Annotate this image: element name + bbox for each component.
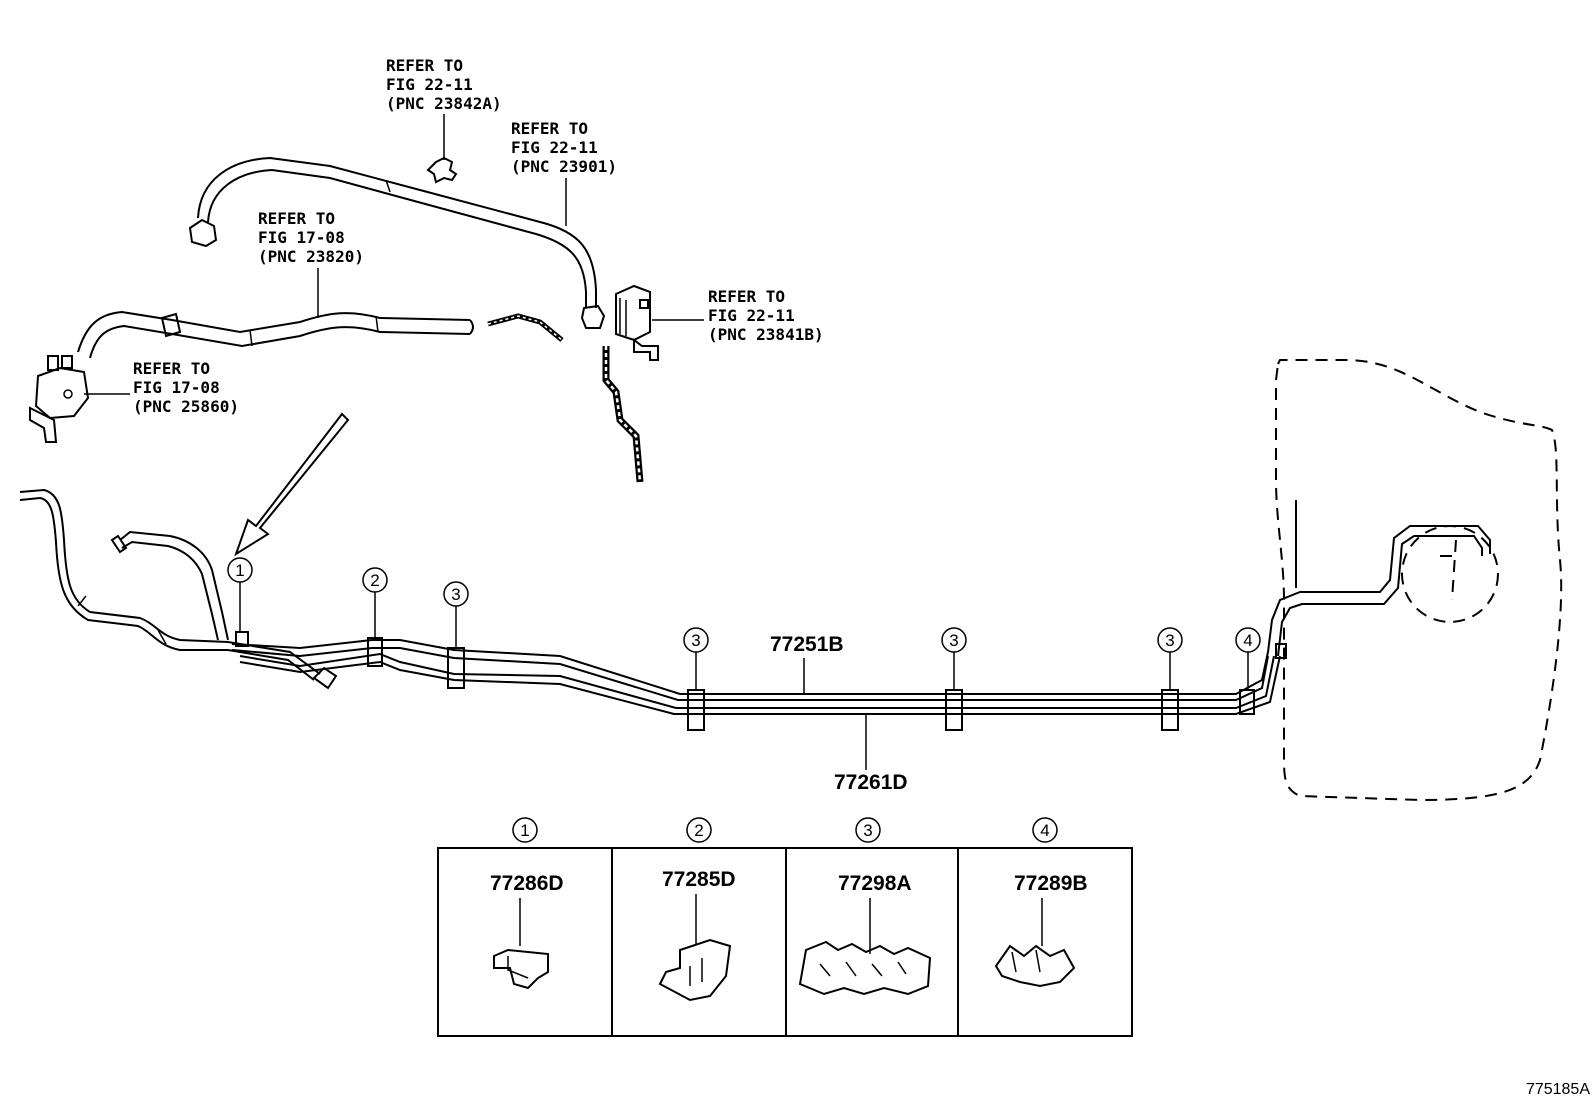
callout-3c: 3 — [941, 627, 967, 690]
callout-number: 4 — [1243, 631, 1252, 650]
ref-line: FIG 22-11 — [708, 306, 795, 325]
canister-component — [29, 355, 90, 443]
clamp-3a — [447, 647, 465, 689]
ref-line: (PNC 23842A) — [386, 94, 502, 113]
fuel-lines-left — [19, 488, 338, 690]
legend-part-number: 77285D — [662, 868, 736, 891]
ref-label-23901: REFER TO FIG 22-11 (PNC 23901) — [511, 119, 617, 176]
fuel-hose — [77, 310, 564, 359]
legend-table — [437, 847, 1133, 1037]
legend-number: 2 — [694, 821, 703, 840]
ref-line: REFER TO — [511, 119, 588, 138]
callout-4: 4 — [1235, 627, 1261, 690]
figure-id: 775185A — [1526, 1081, 1590, 1098]
part-number: 77261D — [834, 771, 908, 794]
clamp-3d — [1161, 689, 1179, 731]
ref-line: (PNC 23901) — [511, 157, 617, 176]
callout-3a: 3 — [443, 581, 469, 648]
ref-label-25860: REFER TO FIG 17-08 (PNC 25860) — [133, 359, 239, 416]
clip-icon — [426, 156, 458, 184]
ref-line: REFER TO — [708, 287, 785, 306]
clamp-3c — [945, 689, 963, 731]
callout-number: 3 — [949, 631, 958, 650]
legend-part-number: 77286D — [490, 872, 564, 895]
direction-arrow — [234, 412, 350, 557]
legend-number: 3 — [863, 821, 872, 840]
fuel-tank-outline — [1275, 359, 1563, 802]
callout-3d: 3 — [1157, 627, 1183, 690]
ref-line: REFER TO — [133, 359, 210, 378]
callout-2: 2 — [362, 567, 388, 638]
legend-cell-4: 4 77289B — [994, 817, 1088, 988]
legend-number: 4 — [1040, 821, 1049, 840]
legend-cell-2: 2 77285D — [658, 817, 736, 1002]
legend-cell-1: 1 77286D — [490, 817, 564, 990]
main-tube-bundle — [231, 500, 1491, 715]
ref-line: (PNC 23841B) — [708, 325, 824, 344]
vent-hose — [188, 156, 606, 329]
legend-part-number: 77298A — [838, 872, 912, 895]
part-number: 77251B — [770, 633, 844, 656]
clamp-3b — [687, 689, 705, 731]
legend-cell-3: 3 77298A — [798, 817, 932, 996]
callout-number: 1 — [235, 561, 244, 580]
callout-1: 1 — [227, 557, 253, 632]
legend-part-number: 77289B — [1014, 872, 1088, 895]
callout-number: 3 — [451, 585, 460, 604]
ref-line: FIG 22-11 — [386, 75, 473, 94]
ref-line: FIG 22-11 — [511, 138, 598, 157]
callout-number: 3 — [691, 631, 700, 650]
ref-label-23842a: REFER TO FIG 22-11 (PNC 23842A) — [386, 56, 502, 113]
solenoid-valve — [615, 284, 659, 361]
callout-3b: 3 — [683, 627, 709, 690]
callout-number: 3 — [1165, 631, 1174, 650]
ref-line: FIG 17-08 — [258, 228, 345, 247]
part-label-77251b: 77251B — [770, 633, 844, 694]
clamp-1 — [235, 631, 249, 647]
ref-line: (PNC 23820) — [258, 247, 364, 266]
legend-number: 1 — [520, 821, 529, 840]
callout-number: 2 — [370, 571, 379, 590]
ref-line: REFER TO — [386, 56, 463, 75]
ref-line: FIG 17-08 — [133, 378, 220, 397]
ref-line: REFER TO — [258, 209, 335, 228]
vapor-line — [602, 346, 644, 483]
ref-label-23820: REFER TO FIG 17-08 (PNC 23820) — [258, 209, 364, 266]
ref-label-23841b: REFER TO FIG 22-11 (PNC 23841B) — [708, 287, 824, 344]
part-label-77261d: 77261D — [834, 714, 908, 794]
ref-line: (PNC 25860) — [133, 397, 239, 416]
clamp-4 — [1239, 689, 1255, 715]
